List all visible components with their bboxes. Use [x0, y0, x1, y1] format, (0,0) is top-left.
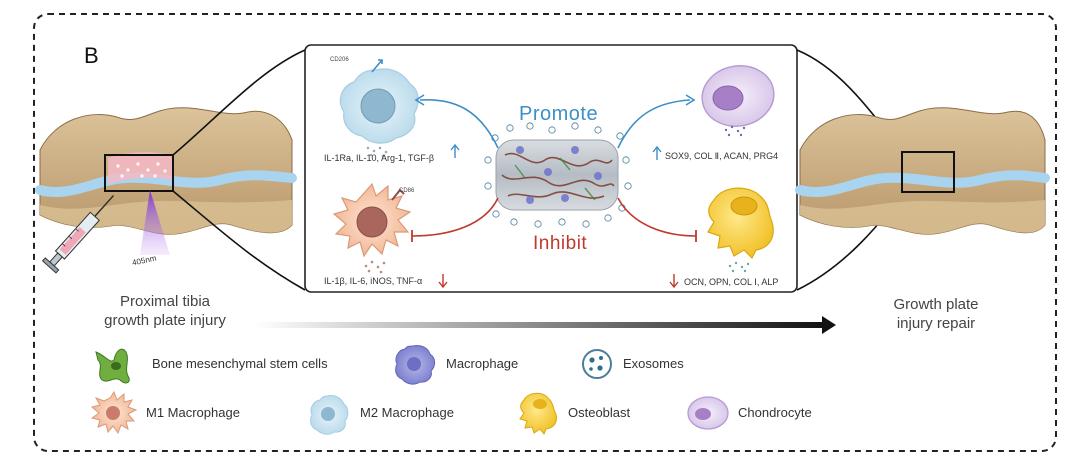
up-arrow-chondro	[652, 145, 662, 160]
legend-label-m2-macrophage: M2 Macrophage	[360, 405, 454, 420]
promote-arrow-left	[419, 99, 499, 149]
laser-beam	[140, 190, 170, 255]
zoom-connector-left-bottom	[172, 190, 306, 291]
osteoblast-cell	[707, 187, 774, 273]
promote-arrow-right	[617, 99, 691, 149]
left-tibia-illustration	[35, 107, 297, 255]
hydrogel-scaffold	[495, 139, 619, 211]
injury-focus-box-right	[901, 151, 955, 193]
macrophage-icon	[395, 345, 436, 385]
injury-focus-box-left	[104, 154, 174, 192]
down-arrow-osteo	[669, 274, 679, 289]
left-title-line-1: Proximal tibia	[119, 293, 211, 310]
legend-label-m1-macrophage: M1 Macrophage	[146, 405, 240, 420]
right-title: Growth plate injury repair	[866, 295, 1006, 333]
promote-label: Promote	[519, 103, 599, 125]
m1-surface-marker: CD86	[399, 188, 415, 194]
down-arrow-m1	[438, 274, 448, 289]
up-arrow-m2	[450, 143, 460, 158]
legend-label-osteoblast: Osteoblast	[568, 405, 631, 420]
legend-label-exosomes: Exosomes	[623, 356, 684, 371]
right-tibia-illustration	[795, 107, 1050, 235]
legend-label-macrophage: Macrophage	[446, 356, 519, 371]
left-title-line-2: growth plate injury	[104, 312, 226, 329]
legend-label-bmsc: Bone mesenchymal stem cells	[152, 356, 328, 371]
chondro-gene-list: SOX9, COL Ⅱ, ACAN, PRG4	[665, 151, 779, 161]
exosome-icon	[582, 349, 612, 379]
zoom-connector-left-top	[172, 49, 306, 156]
progression-arrow-shaft	[255, 322, 825, 328]
chondrocyte-cell	[701, 65, 775, 137]
m2-macrophage-icon	[310, 395, 349, 435]
syringe-icon	[41, 195, 115, 274]
panel-label: B	[84, 43, 99, 68]
chondrocyte-icon	[687, 396, 729, 430]
inhibit-label: Inhibit	[533, 233, 588, 254]
legend-label-chondrocyte: Chondrocyte	[738, 405, 812, 420]
m1-factor-list: IL-1β, IL-6, iNOS, TNF-α	[324, 276, 423, 286]
osteoblast-icon	[519, 392, 557, 435]
progression-arrow-head	[822, 316, 836, 334]
right-title-line-1: Growth plate	[893, 296, 979, 313]
inhibit-arrow-right	[617, 197, 697, 237]
outer-dashed-frame	[33, 13, 1057, 452]
m1-macrophage-cell	[332, 182, 412, 274]
osteo-gene-list: OCN, OPN, COL Ⅰ, ALP	[684, 277, 779, 287]
m2-macrophage-cell	[339, 59, 419, 158]
m2-factor-list: IL-1Ra, IL-10, Arg-1, TGF-β	[324, 153, 435, 163]
m1-macrophage-icon	[90, 390, 138, 435]
right-title-line-2: injury repair	[896, 315, 976, 332]
bmsc-icon	[95, 348, 130, 384]
inhibit-arrow-left	[411, 197, 499, 237]
left-title: Proximal tibia growth plate injury	[80, 292, 250, 330]
m2-surface-marker: CD206	[330, 57, 349, 63]
